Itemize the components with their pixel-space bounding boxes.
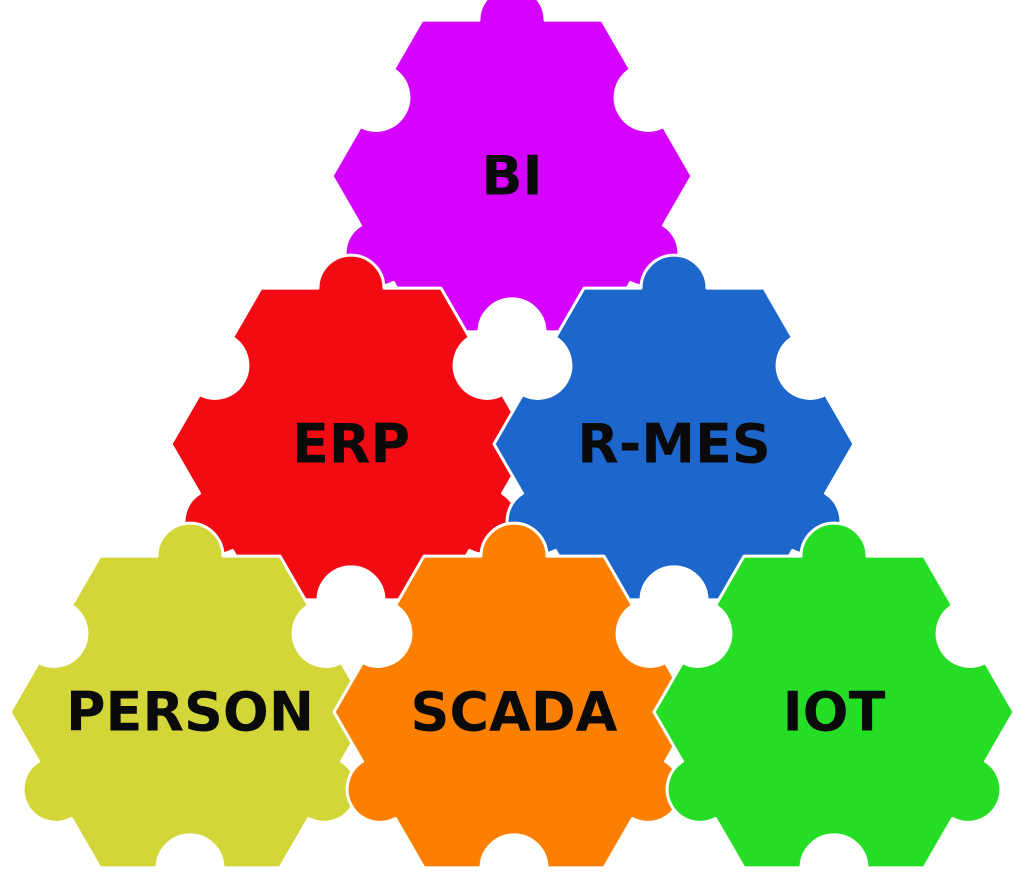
gear-scada-label: SCADA — [411, 681, 618, 744]
gear-bi-label: BI — [481, 145, 542, 208]
gear-erp-label: ERP — [292, 413, 410, 476]
gear-erp: ERP — [169, 253, 533, 602]
gear-iot-label: IOT — [783, 681, 886, 744]
gear-scada: SCADA — [332, 521, 696, 870]
gear-iot-shape — [652, 521, 1014, 870]
gear-r-mes: R-MES — [492, 253, 856, 602]
gear-bi: BI — [330, 0, 694, 334]
gear-r-mes-label: R-MES — [577, 413, 771, 476]
gear-person-label: PERSON — [66, 681, 314, 744]
gear-person-shape — [8, 521, 372, 870]
gear-scada-shape — [332, 521, 696, 870]
gear-iot: IOT — [652, 521, 1014, 870]
gear-person: PERSON — [8, 521, 372, 870]
